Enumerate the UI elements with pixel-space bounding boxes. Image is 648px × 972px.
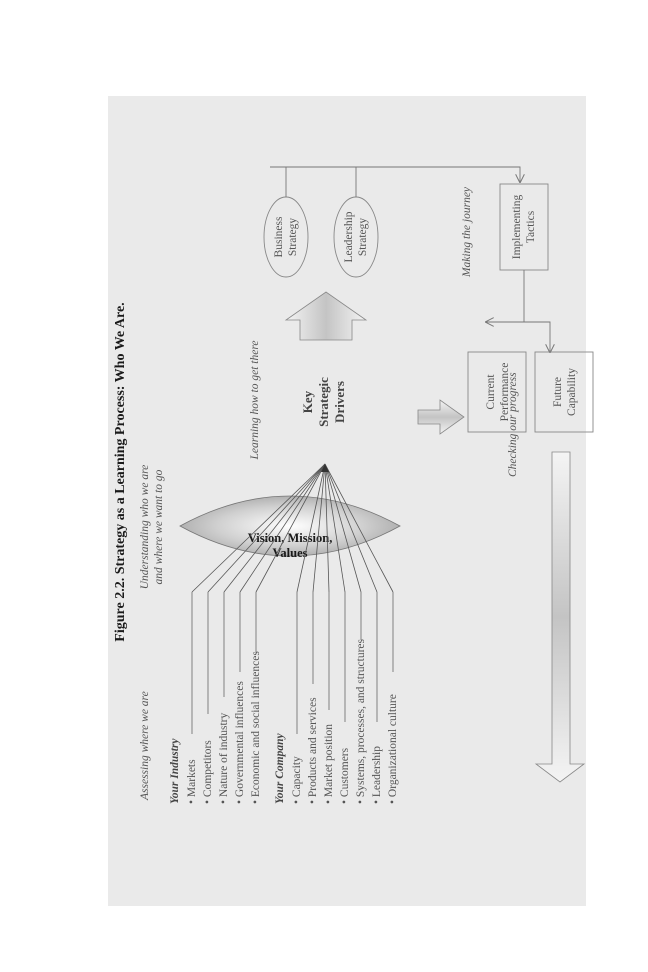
tactics-line1: Implementing — [511, 194, 523, 259]
future-capability-line2: Capability — [566, 368, 578, 416]
company-heading: Your Company — [274, 732, 286, 804]
industry-item-markets: • Markets — [186, 759, 198, 804]
strategy-to-tactics-connectors — [270, 166, 520, 197]
leadership-strategy-oval — [333, 196, 379, 278]
current-performance-line2: Performance — [499, 363, 511, 422]
key-strategic-drivers: Key Strategic Drivers — [300, 377, 347, 427]
drivers-line2: Strategic — [316, 377, 331, 427]
drivers-line3: Drivers — [332, 381, 347, 423]
company-item-products: • Products and services — [307, 697, 319, 804]
drivers-to-strategy-arrow-icon — [284, 291, 368, 341]
company-item-systems: • Systems, processes, and structures — [355, 638, 367, 804]
fan-line-5 — [255, 463, 326, 593]
lens-text-line1: Vision, Mission, — [248, 531, 333, 545]
future-capability-line1: Future — [552, 377, 564, 407]
performance-to-drivers-arrow-icon — [417, 399, 465, 435]
future-capability-box — [534, 351, 594, 433]
implementing-tactics-box — [499, 183, 549, 271]
industry-item-competitors: • Competitors — [202, 740, 214, 804]
industry-item-economic: • Economic and social influences — [250, 651, 262, 804]
industry-list: • Markets • Competitors • Nature of indu… — [186, 651, 262, 804]
industry-heading: Your Industry — [169, 738, 181, 804]
leadership-strategy-line2: Strategy — [357, 218, 369, 257]
figure-panel — [108, 96, 586, 906]
current-performance-line1: Current — [485, 374, 497, 410]
fan-line-12 — [324, 463, 394, 593]
current-performance-box — [467, 351, 527, 433]
phase-progress: Checking our progress — [507, 372, 519, 477]
figure-title: Figure 2.2. Strategy as a Learning Proce… — [113, 302, 128, 641]
tactics-outputs — [486, 270, 550, 352]
phase-understanding-line1: Understanding who we are — [139, 465, 151, 589]
list-connectors — [191, 592, 394, 734]
fan-line-2 — [207, 463, 326, 593]
drivers-line1: Key — [300, 390, 315, 413]
fan-line-6 — [296, 463, 326, 593]
phase-understanding-line2: and where we want to go — [153, 469, 165, 584]
phase-learning: Learning how to get there — [249, 340, 261, 460]
vision-mission-values-lens — [179, 495, 401, 557]
lens-text-line2: Values — [273, 546, 308, 560]
business-strategy-oval — [263, 196, 309, 278]
fan-lines — [191, 463, 394, 593]
company-item-market-position: • Market position — [323, 724, 335, 804]
fan-line-9 — [324, 463, 346, 593]
fan-line-11 — [324, 463, 378, 593]
company-item-leadership: • Leadership — [371, 746, 383, 804]
business-strategy-line1: Business — [273, 216, 285, 257]
tactics-to-current-arrow — [486, 270, 525, 322]
phase-assessing: Assessing where we are — [139, 691, 151, 801]
fan-apex-icon — [321, 464, 329, 472]
business-strategy-line2: Strategy — [287, 218, 299, 257]
company-list: • Capacity • Products and services • Mar… — [291, 638, 399, 804]
company-item-capacity: • Capacity — [291, 756, 303, 804]
industry-item-governmental: • Governmental influences — [234, 681, 246, 804]
fan-line-3 — [223, 463, 326, 593]
fan-line-4 — [239, 463, 326, 593]
progress-return-arrow-icon — [534, 451, 586, 783]
fan-line-8 — [324, 463, 330, 593]
fan-line-1 — [191, 463, 326, 593]
fan-line-7 — [312, 463, 326, 593]
company-item-customers: • Customers — [339, 747, 351, 804]
phase-journey: Making the journey — [461, 186, 473, 278]
company-item-culture: • Organizational culture — [387, 694, 399, 804]
industry-item-nature: • Nature of industry — [218, 713, 230, 804]
tactics-line2: Tactics — [525, 210, 537, 243]
fan-line-10 — [324, 463, 362, 593]
leadership-strategy-line1: Leadership — [343, 211, 355, 262]
tactics-to-future-arrow — [524, 321, 550, 352]
tactics-feed-line — [270, 166, 520, 182]
